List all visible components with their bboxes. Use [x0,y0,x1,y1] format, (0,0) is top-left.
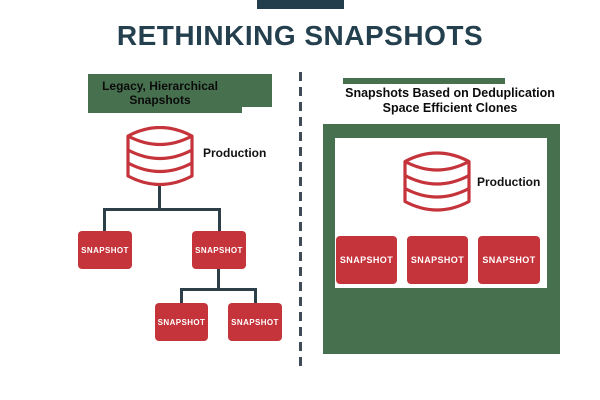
database-cylinder-icon [126,126,194,186]
production-label: Production [477,175,541,189]
snapshot-box: SNAPSHOT [78,231,132,269]
legacy-header-box [88,74,272,113]
tree-branch-2-left [180,288,183,303]
dedup-heading-label-box [312,84,568,124]
dashed-divider [299,72,302,372]
snapshot-box: SNAPSHOT [155,303,208,341]
legacy-heading-line1: Legacy, Hierarchical [102,79,218,93]
tree-hbar-1 [103,208,221,211]
production-label: Production [203,146,267,160]
dedup-heading-line2: Space Efficient Clones [382,101,518,115]
dedup-heading: Snapshots Based on Deduplication Space E… [325,86,575,116]
snapshot-box: SNAPSHOT [478,236,540,284]
snapshot-box: SNAPSHOT [192,231,246,269]
tree-stem-1 [158,186,161,210]
snapshot-box: SNAPSHOT [336,236,397,284]
snapshot-box: SNAPSHOT [228,303,282,341]
tree-branch-left [103,208,106,231]
top-accent-bar [257,0,344,9]
dedup-heading-line1: Snapshots Based on Deduplication [345,86,555,100]
legacy-heading-line2: Snapshots [129,93,191,107]
tree-branch-2-right [254,288,257,303]
page-title: RETHINKING SNAPSHOTS [116,20,484,51]
tree-stem-2 [217,269,220,290]
tree-branch-right [218,208,221,231]
snapshot-box: SNAPSHOT [407,236,468,284]
tree-hbar-2 [180,288,257,291]
database-cylinder-icon [403,151,471,212]
legacy-heading: Legacy, Hierarchical Snapshots [60,79,260,107]
legacy-header-corner-notch [242,107,300,118]
